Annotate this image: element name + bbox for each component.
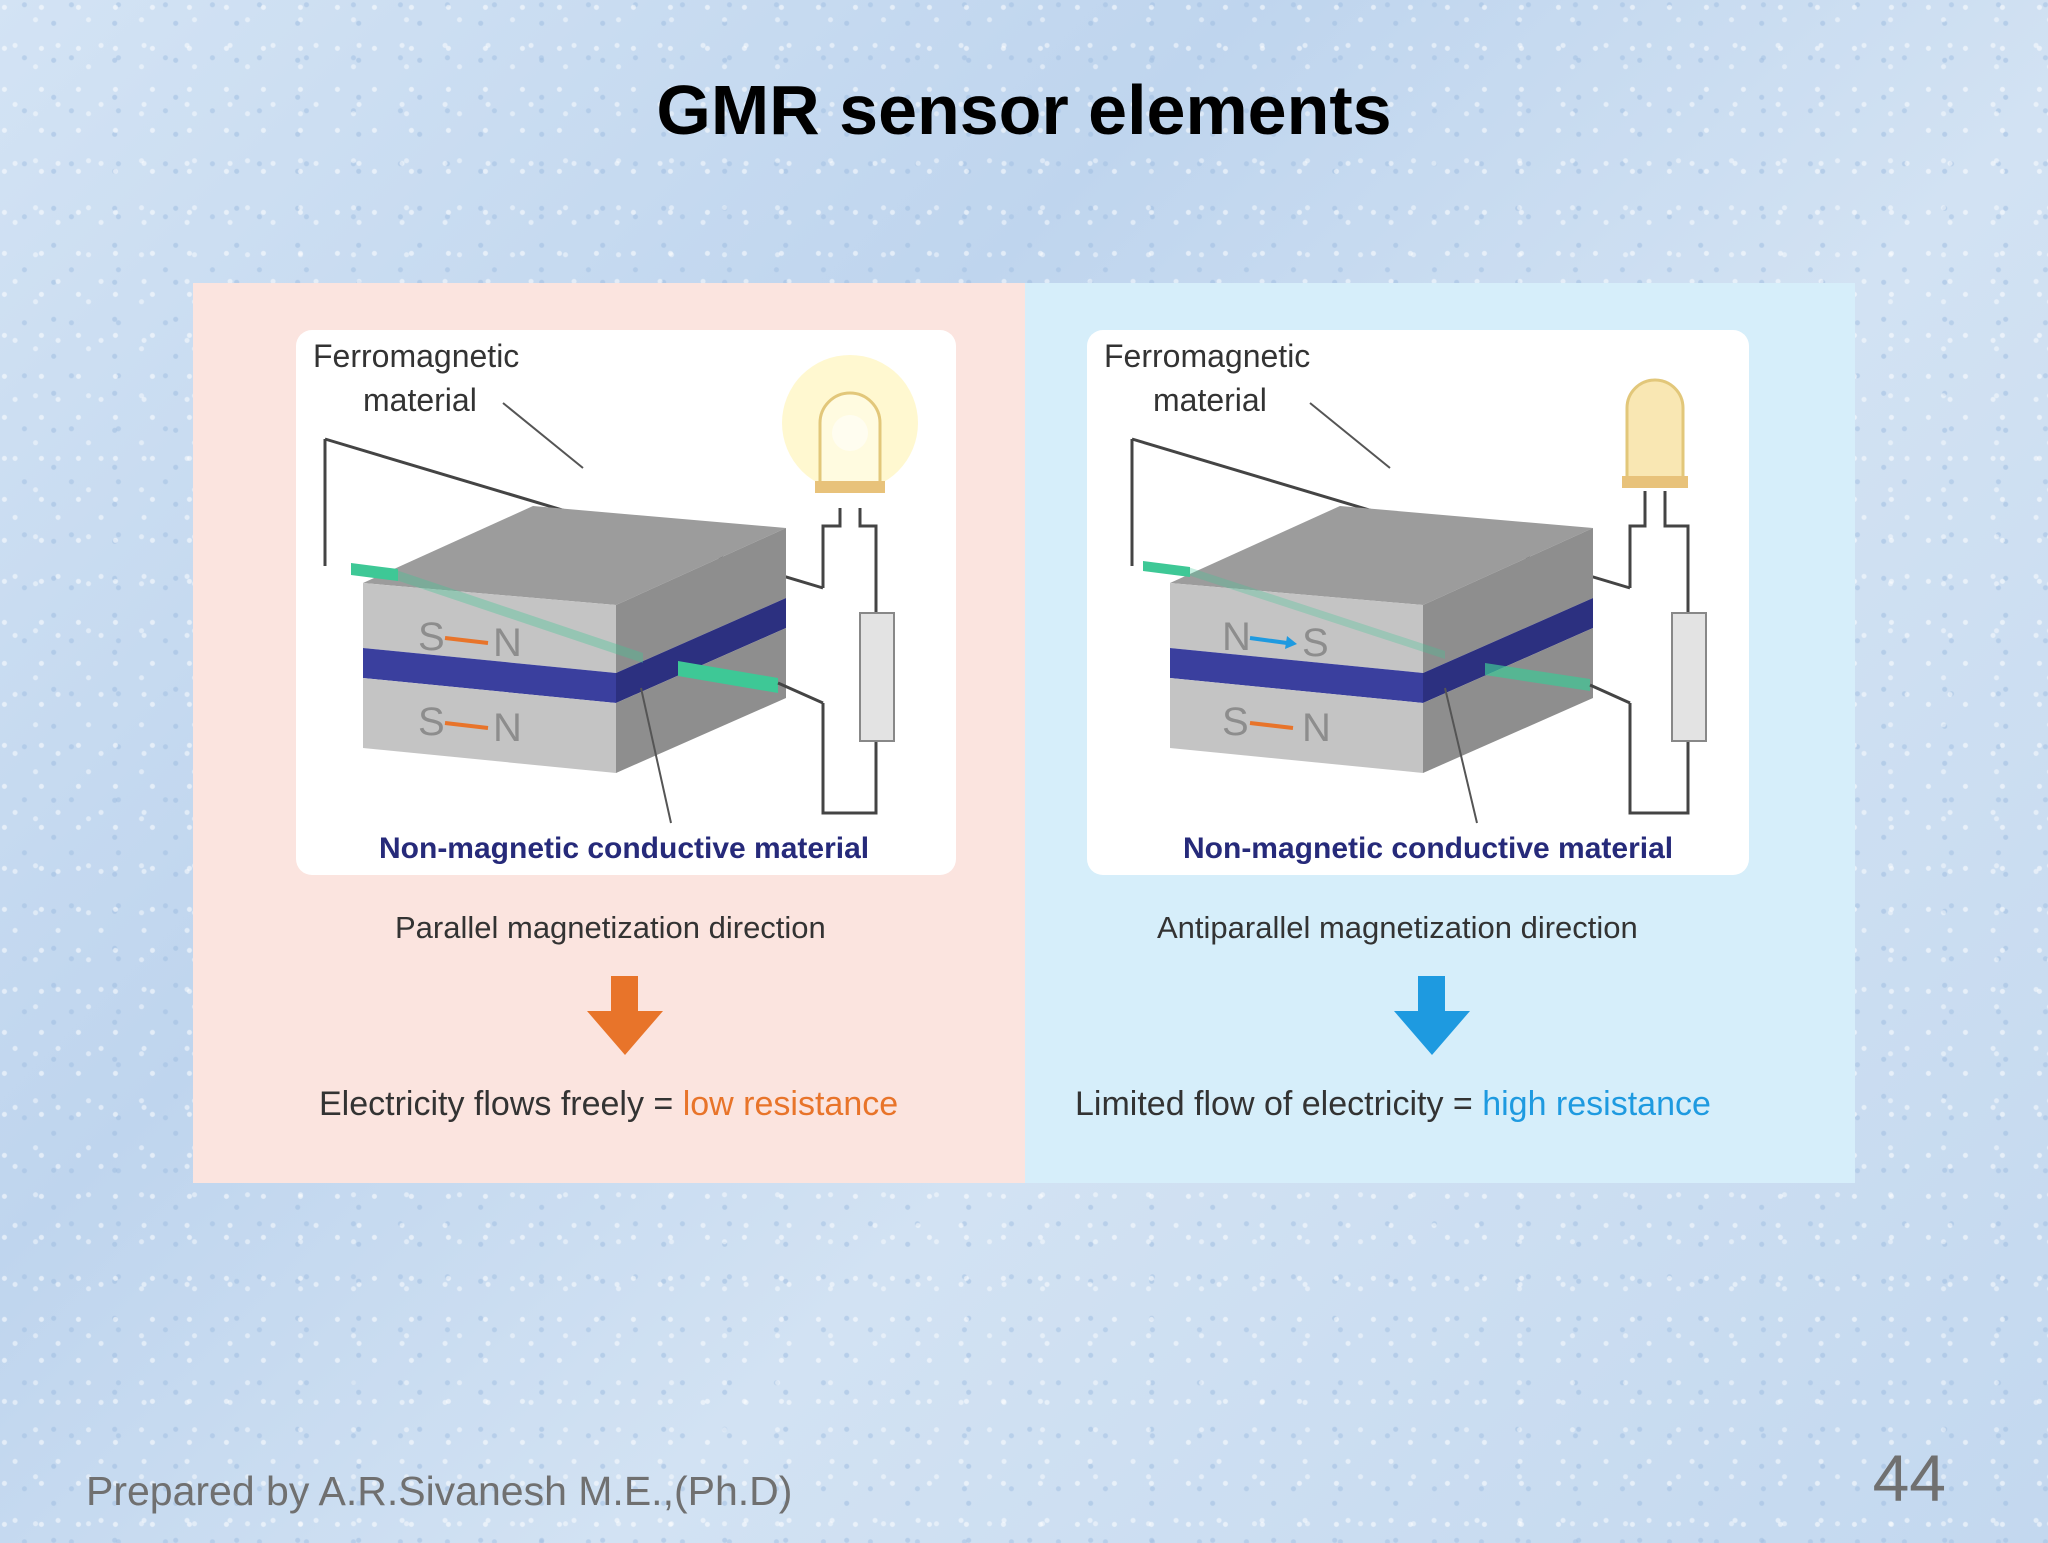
pole-label: S <box>418 615 445 659</box>
circuit-wire <box>1663 491 1690 613</box>
resistor-icon <box>859 612 895 742</box>
circuit-wire <box>821 703 878 815</box>
diagram-text: S <box>1302 621 1329 665</box>
non-magnetic-spacer <box>363 648 616 703</box>
result-label: Electricity flows freely = low resistanc… <box>319 1085 898 1123</box>
antiparallel-panel: N S S N Ferromagnetic material Non-magne… <box>1025 283 1855 1183</box>
dim-bulb-icon <box>1622 378 1688 488</box>
current-in-strip <box>351 563 398 581</box>
diagram-text: N <box>493 706 522 750</box>
magnetization-arrow-icon <box>1249 721 1294 730</box>
circuit-wire <box>858 508 878 613</box>
down-arrow-icon <box>1394 976 1470 1055</box>
current-in-strip <box>1143 561 1190 577</box>
footer-credit: Prepared by A.R.Sivanesh M.E.,(Ph.D) <box>86 1468 793 1514</box>
magnetization-arrow-icon <box>444 721 489 730</box>
circuit-wire <box>1628 491 1647 588</box>
leader-line <box>1309 402 1391 469</box>
magnetization-arrow-icon <box>1249 636 1288 645</box>
magnetization-arrow-icon <box>444 636 489 645</box>
down-arrow-icon <box>587 976 663 1055</box>
diagram-text: S <box>1222 700 1249 744</box>
diagram-text: Electricity flows freely = <box>319 1085 683 1123</box>
diagram-text: material <box>363 382 477 418</box>
non-magnetic-spacer <box>1170 648 1423 703</box>
diagram-text: S <box>418 700 445 744</box>
diagram-text: material <box>1153 382 1267 418</box>
spacer-label: Non-magnetic conductive material <box>379 832 869 865</box>
leader-line <box>1444 687 1478 824</box>
diagram-text: high resistance <box>1482 1085 1711 1123</box>
slide-title: GMR sensor elements <box>656 71 1392 149</box>
diagram-text: low resistance <box>683 1085 898 1123</box>
circuit-wire <box>821 508 842 588</box>
result-label: Limited flow of electricity = high resis… <box>1075 1085 1711 1123</box>
ferromagnetic-top-face <box>1170 506 1593 605</box>
parallel-panel: S N S N Ferromagnetic material Non-magne… <box>193 283 1025 1183</box>
page-number: 44 <box>1872 1441 1946 1515</box>
direction-label: Antiparallel magnetization direction <box>1157 910 1638 945</box>
diagram-text: N <box>1302 706 1331 750</box>
circuit-wire <box>1628 703 1690 815</box>
ferromagnetic-label: Ferromagnetic <box>313 338 519 374</box>
ferromagnetic-label: Ferromagnetic <box>1104 338 1310 374</box>
current-out-strip <box>678 661 778 693</box>
pole-label: N <box>1222 615 1251 659</box>
ferromagnetic-top-face <box>363 506 786 605</box>
diagram-text: Limited flow of electricity = <box>1075 1085 1482 1123</box>
leader-line <box>640 687 672 824</box>
spacer-label: Non-magnetic conductive material <box>1183 832 1673 865</box>
leader-line <box>502 402 584 469</box>
diagram-text: N <box>493 621 522 665</box>
resistor-icon <box>1671 612 1707 742</box>
direction-label: Parallel magnetization direction <box>395 910 826 945</box>
lit-bulb-icon <box>782 355 918 493</box>
current-out-strip <box>1485 663 1590 691</box>
